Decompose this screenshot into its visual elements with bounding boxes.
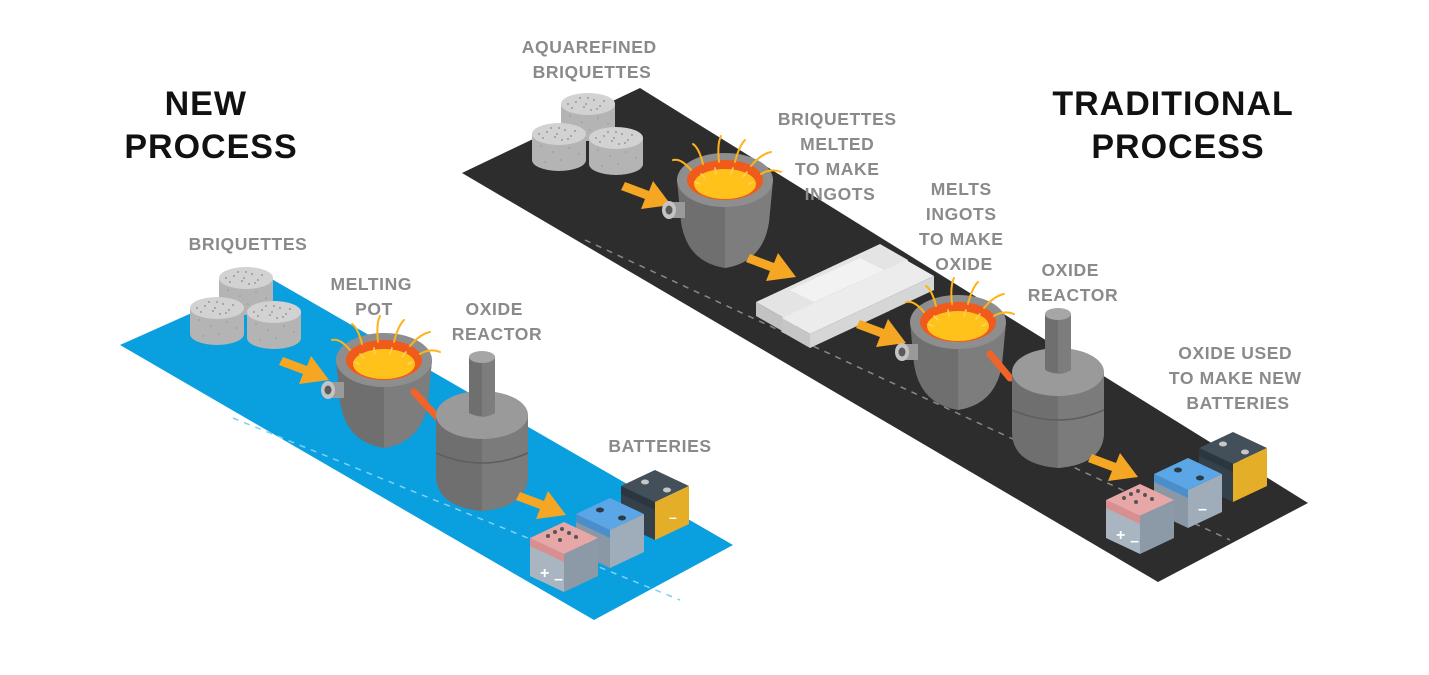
svg-text:–: –: [1130, 533, 1139, 550]
ingots-stack: [756, 244, 934, 348]
svg-text:+: +: [1116, 527, 1125, 544]
new-battery-pink: + –: [530, 522, 598, 592]
new-batteries-group: – + + –: [530, 470, 689, 592]
traditional-belt-dash: [584, 239, 1231, 541]
new-label-melting-pot: MELTING POT: [330, 274, 417, 319]
svg-text:–: –: [1198, 501, 1207, 518]
svg-text:–: –: [554, 571, 563, 588]
trad-title-line-1: TRADITIONAL: [1052, 85, 1293, 123]
new-label-briquettes: BRIQUETTES: [189, 234, 308, 254]
trad-pipe: [986, 350, 1014, 382]
trad-label-new-batteries: OXIDE USED TO MAKE NEW BATTERIES: [1169, 343, 1307, 413]
new-pipe: [410, 388, 444, 424]
new-process-title: NEW PROCESS: [124, 85, 297, 166]
traditional-process-title: TRADITIONAL PROCESS: [1052, 85, 1303, 166]
new-belt-dash: [232, 417, 681, 601]
trad-label-aquarefined: AQUAREFINED BRIQUETTES: [522, 37, 662, 82]
new-oxide-reactor: [435, 350, 529, 512]
new-label-batteries: BATTERIES: [608, 436, 711, 456]
trad-battery-pink: + –: [1106, 484, 1174, 554]
traditional-process-panel: – + – TRADITIONAL PROCESS AQUAREFINED: [462, 37, 1308, 582]
new-title-line-1: NEW: [165, 85, 247, 123]
new-label-oxide-reactor: OXIDE REACTOR: [452, 299, 542, 344]
svg-text:–: –: [669, 509, 677, 525]
trad-label-ingots-to-oxide: MELTS INGOTS TO MAKE OXIDE: [919, 179, 1009, 274]
new-title-line-2: PROCESS: [124, 128, 297, 166]
svg-text:+: +: [540, 565, 549, 582]
trad-batteries-group: – + –: [1106, 432, 1267, 554]
trad-title-line-2: PROCESS: [1091, 128, 1264, 166]
new-process-panel: – + + –: [120, 85, 733, 620]
trad-label-oxide-reactor: OXIDE REACTOR: [1028, 260, 1118, 305]
trad-label-melted-to-ingots: BRIQUETTES MELTED TO MAKE INGOTS: [778, 109, 902, 204]
